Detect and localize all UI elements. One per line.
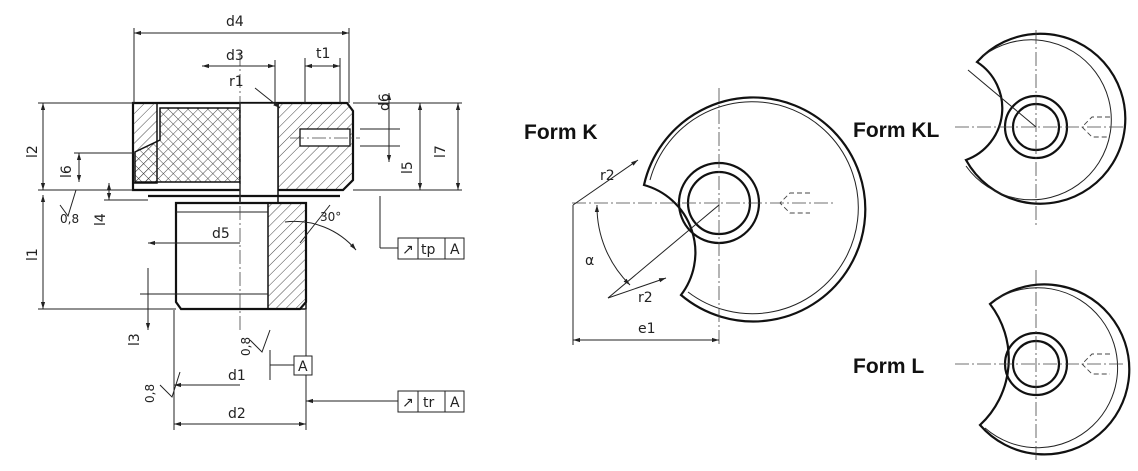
dim-d6: d6 — [377, 93, 393, 111]
surface-finish-lower: 0,8 — [239, 337, 253, 356]
dim-l5: l5 — [400, 161, 416, 174]
form-k-e1: e1 — [638, 321, 656, 337]
dim-d5: d5 — [212, 226, 230, 242]
dim-l6: l6 — [59, 165, 75, 178]
frame2-symbol: ↗ — [402, 395, 414, 411]
form-kl-label: Form KL — [853, 119, 940, 142]
form-k-alpha: α — [585, 253, 594, 269]
dim-r1: r1 — [229, 74, 244, 90]
dim-t1: t1 — [316, 46, 330, 62]
frame1-symbol: ↗ — [402, 242, 414, 258]
form-l-view: Form L — [853, 270, 1131, 460]
surface-finish-left: 0,8 — [60, 212, 79, 226]
tolerance-frame-1 — [397, 237, 465, 260]
dim-angle: 30° — [320, 210, 341, 224]
form-k-inner-edge — [649, 101, 859, 315]
frame1-datum: A — [450, 242, 460, 258]
form-k-view: r2 r2 α e1 Form K — [524, 88, 867, 345]
frame1-type: tp — [421, 242, 435, 258]
frame2-datum: A — [450, 395, 460, 411]
surface-finish-bottom: 0,8 — [143, 384, 157, 403]
dim-l4: l4 — [93, 213, 109, 226]
form-k-r2-top: r2 — [600, 168, 615, 184]
frame2-type: tr — [423, 395, 434, 411]
dim-l7: l7 — [433, 145, 449, 158]
form-k-outline — [642, 96, 867, 323]
section-view: d4 d3 t1 r1 d6 l2 l6 l5 l7 l4 l1 d5 l3 d… — [25, 14, 465, 430]
form-l-label: Form L — [853, 355, 924, 378]
dim-d2: d2 — [228, 406, 246, 422]
shank-hatch — [267, 202, 307, 310]
datum-box — [293, 355, 313, 376]
dim-l1: l1 — [25, 248, 41, 261]
datum-label: A — [298, 359, 308, 375]
bore — [239, 102, 279, 204]
dim-d3: d3 — [226, 48, 244, 64]
tolerance-frame-2 — [397, 390, 465, 413]
dim-l2: l2 — [25, 145, 41, 158]
form-l-outline — [978, 283, 1131, 456]
form-kl-view: Form KL — [853, 30, 1127, 225]
dim-d1: d1 — [228, 368, 246, 384]
form-kl-outline — [964, 32, 1127, 205]
pin-hole — [299, 128, 351, 147]
form-k-r2-bottom: r2 — [638, 290, 653, 306]
dim-l3: l3 — [127, 333, 143, 346]
dim-d4: d4 — [226, 14, 244, 30]
form-k-label: Form K — [524, 121, 598, 144]
